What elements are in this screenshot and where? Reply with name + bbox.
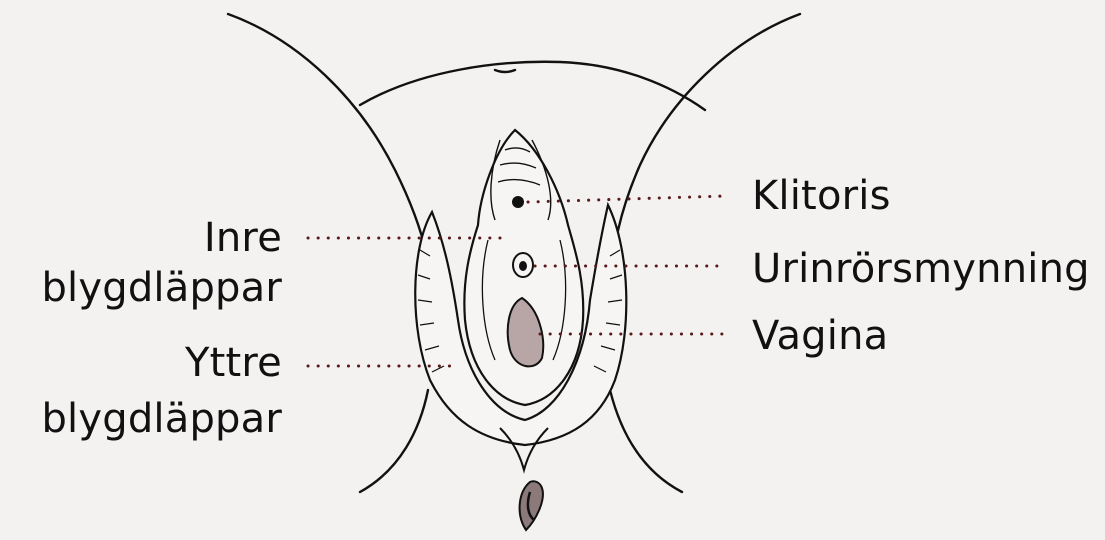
anus	[520, 481, 543, 530]
label-inner-labia-line2: blygdläppar	[41, 268, 282, 308]
label-outer-labia-line2: blygdläppar	[41, 399, 282, 439]
label-inner-labia-line1: Inre	[204, 218, 282, 258]
urethral-opening	[513, 253, 533, 277]
clitoris-glans	[512, 196, 524, 208]
label-vagina: Vagina	[752, 316, 888, 356]
label-outer-labia-line1: Yttre	[185, 343, 282, 383]
label-urethral-opening: Urinrörsmynning	[752, 249, 1090, 289]
label-clitoris: Klitoris	[752, 176, 891, 216]
